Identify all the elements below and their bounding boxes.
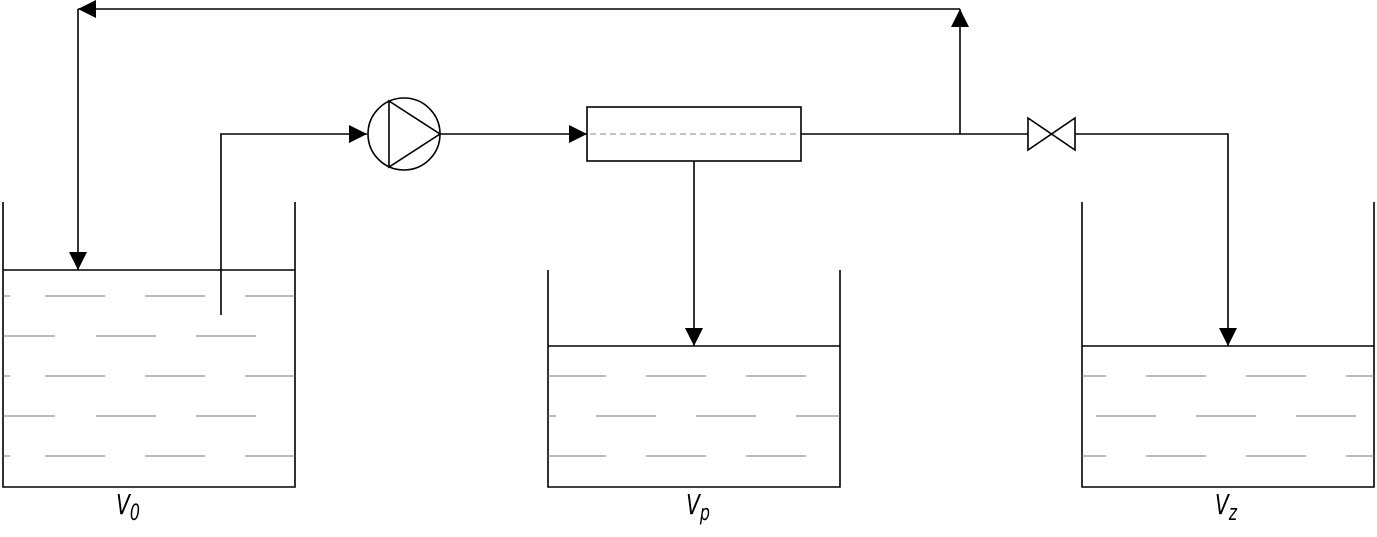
- retentate-outlet-pipe: [1075, 133, 1237, 346]
- membrane-module: [586, 106, 802, 162]
- feed-tank-label: V0: [116, 488, 140, 526]
- feed-tank: [2, 202, 296, 488]
- retentate-tank-liquid-hatching: [1082, 375, 1374, 457]
- valve-icon: [1027, 116, 1076, 152]
- retentate-tank-walls: [1081, 202, 1375, 488]
- permeate-tank-walls: [547, 270, 841, 488]
- pump-casing: [367, 97, 441, 171]
- pump-triangle-icon: [388, 99, 442, 169]
- suction-pipe: [220, 125, 367, 315]
- permeate-tank-liquid-hatching: [548, 375, 840, 457]
- feed-tank-walls: [2, 202, 296, 488]
- retentate-tank-label: Vz: [1214, 488, 1238, 526]
- feed-tank-liquid-hatching: [3, 295, 295, 457]
- permeate-tank-label: Vp: [686, 488, 710, 526]
- pump: [367, 97, 442, 171]
